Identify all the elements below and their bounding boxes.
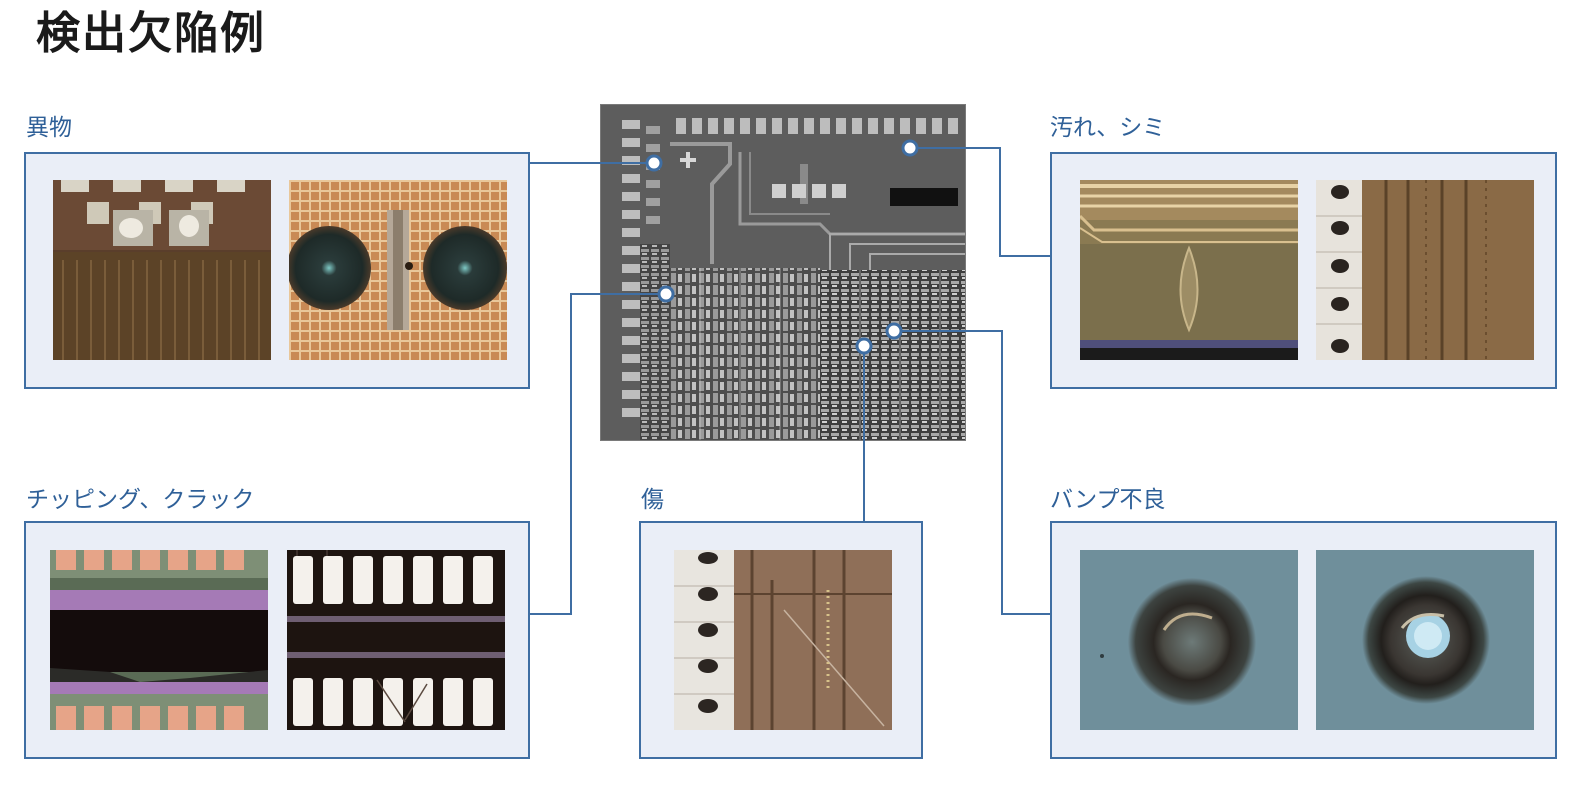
label-bump-defect: バンプ不良 (1050, 487, 1166, 513)
page-title: 検出欠陥例 (36, 8, 266, 59)
label-stain: 汚れ、シミ (1050, 115, 1166, 141)
stain-image-2 (1316, 180, 1534, 360)
panel-bump-defect (1050, 521, 1557, 759)
label-scratch: 傷 (641, 487, 664, 513)
crack-image-2 (287, 550, 505, 730)
panel-chipping-crack (24, 521, 530, 759)
panel-scratch (639, 521, 923, 759)
chipping-image-1 (50, 550, 268, 730)
foreign-matter-image-2 (289, 180, 507, 360)
foreign-matter-image-1 (53, 180, 271, 360)
scratch-image (674, 550, 892, 730)
label-chipping-crack: チッピング、クラック (26, 487, 255, 513)
stain-image-1 (1080, 180, 1298, 360)
panel-foreign-matter (24, 152, 530, 389)
bump-defect-image-1 (1080, 550, 1298, 730)
label-foreign-matter: 異物 (26, 115, 72, 141)
panel-stain (1050, 152, 1557, 389)
die-micrograph (600, 104, 966, 441)
bump-defect-image-2 (1316, 550, 1534, 730)
